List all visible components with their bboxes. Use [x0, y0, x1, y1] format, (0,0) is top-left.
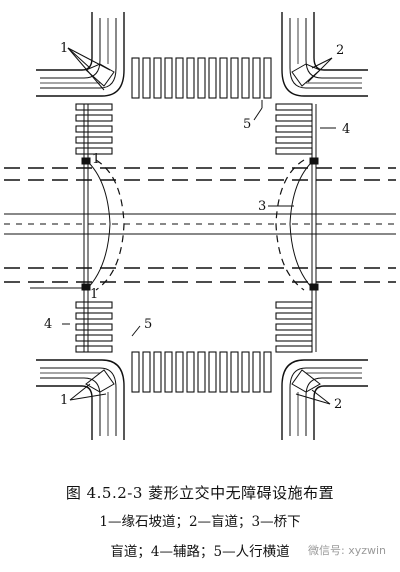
- crosswalk-right-upper: [275, 103, 313, 155]
- crosswalk-bottom: [131, 351, 272, 393]
- label-2-top: 2: [336, 43, 344, 58]
- label-4-bottom: 4: [44, 317, 52, 332]
- label-2-bottom: 2: [334, 397, 342, 412]
- label-1-mid-top: 1: [92, 152, 100, 167]
- main-road: [4, 167, 396, 283]
- figure-legend-line-1: 1—缘石坡道；2—盲道；3—桥下: [99, 514, 301, 530]
- corner-top-left: [36, 12, 125, 97]
- label-4-top: 4: [342, 122, 350, 137]
- corner-top-right: [281, 12, 368, 97]
- label-5-top: 5: [243, 117, 251, 132]
- labels: 1 2 5 4 1 3 1 4 5 1 2: [44, 41, 350, 412]
- figure-legend-line-2: 盲道；4—辅路；5—人行横道: [110, 544, 290, 560]
- label-1-mid-bottom: 1: [90, 287, 98, 302]
- figure-title: 图 4.5.2-3 菱形立交中无障碍设施布置: [65, 484, 335, 502]
- watermark: 微信号: xyzwin: [308, 544, 387, 557]
- crosswalk-top: [131, 57, 272, 99]
- label-5-bottom: 5: [144, 317, 152, 332]
- leader-lines: [30, 100, 336, 337]
- tactile-paths: [81, 104, 319, 352]
- crosswalk-left-lower: [75, 301, 113, 353]
- corner-bottom-left: [36, 359, 125, 440]
- corner-bottom-right: [281, 359, 368, 440]
- crosswalk-right-lower: [275, 301, 313, 353]
- under-bridge-curves: [85, 159, 315, 291]
- label-1-bottom: 1: [60, 393, 68, 408]
- label-1-top: 1: [60, 41, 68, 56]
- label-3: 3: [258, 199, 266, 214]
- crosswalk-left-upper: [75, 103, 113, 155]
